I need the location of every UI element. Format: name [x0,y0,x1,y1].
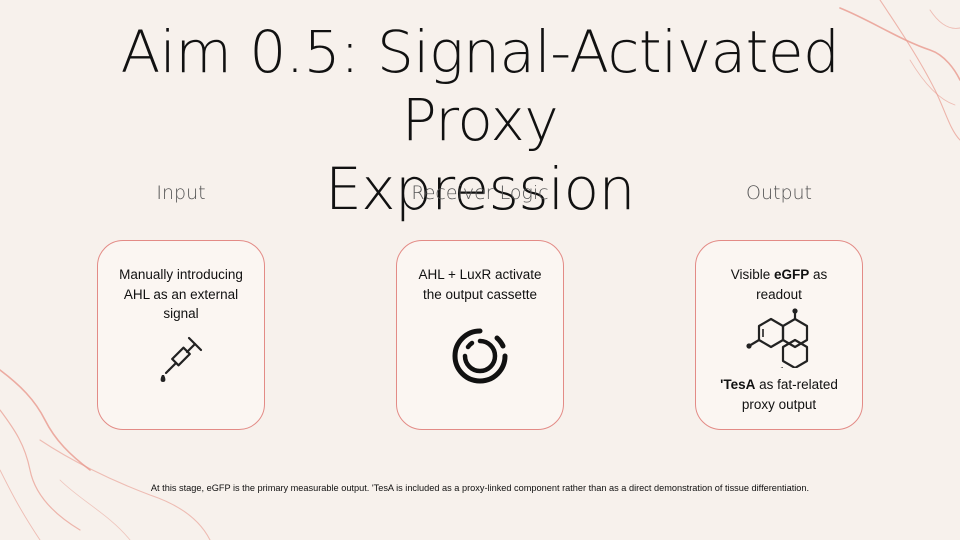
output-text-1-pre: Visible [730,267,774,282]
dropper-icon [160,336,203,382]
output-card-text-egfp: Visible eGFP as readout [696,265,862,304]
column-heading-receiver-logic: Receiver Logic [411,182,549,204]
receiver-logic-card: AHL + LuxR activate the output cassette [396,240,564,430]
input-card-text: Manually introducing AHL as an external … [119,267,243,322]
output-card: Visible eGFP as readout 'TesA as fat-rel… [695,240,863,430]
page-title: Aim 0.5: Signal-Activated Proxy Expressi… [40,18,920,223]
input-card: Manually introducing AHL as an external … [97,240,265,430]
output-text-2-post: as fat-related proxy output [741,377,838,412]
molecule-icon [746,308,809,372]
output-text-1-bold: eGFP [774,267,810,282]
output-text-2-bold: 'TesA [720,377,756,393]
title-line-2: Expression [325,154,635,223]
output-text-1-post: as readout [756,267,828,302]
footnote: At this stage, eGFP is the primary measu… [150,483,810,493]
output-card-text-tesa: 'TesA as fat-related proxy output [696,375,862,414]
column-heading-output: Output [746,182,812,204]
receiver-logic-card-text: AHL + LuxR activate the output cassette [418,267,542,302]
circular-logic-icon [452,328,508,384]
column-heading-input: Input [156,182,206,204]
title-line-1: Aim 0.5: Signal-Activated Proxy [120,18,840,155]
